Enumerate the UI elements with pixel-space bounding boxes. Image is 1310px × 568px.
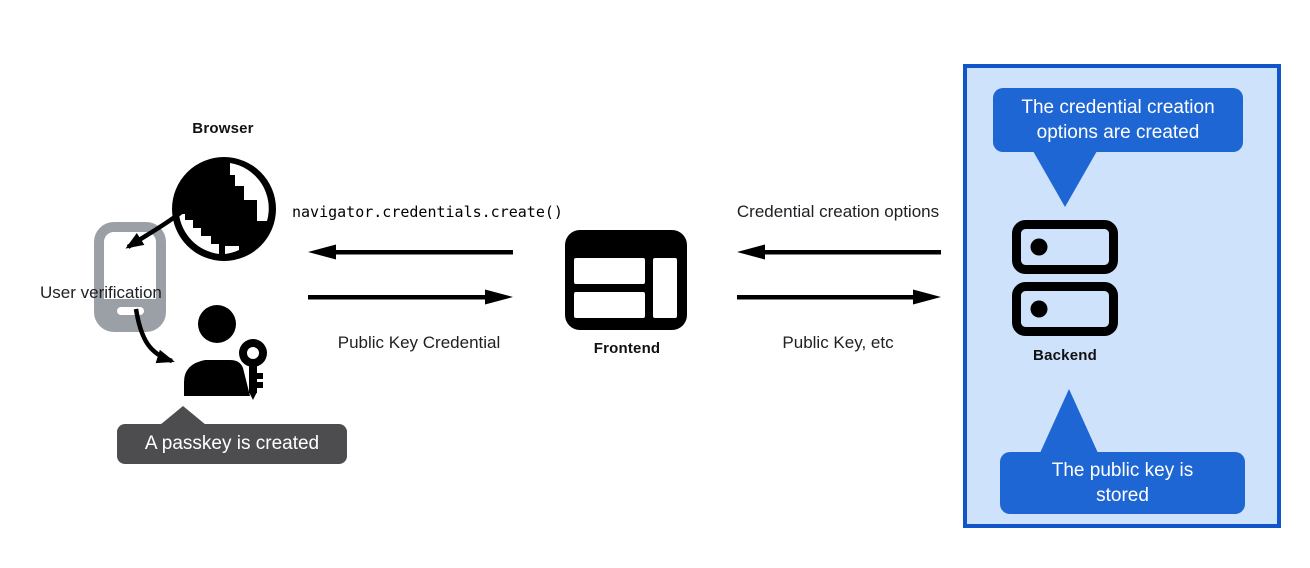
passkey-tooltip: A passkey is created <box>117 406 347 464</box>
globe-icon <box>168 153 280 265</box>
arrow-backend-to-frontend <box>737 244 941 260</box>
browser-window-icon <box>565 230 687 330</box>
arrow-frontend-to-backend <box>737 289 941 305</box>
arrow-frontend-to-browser <box>308 244 513 260</box>
smartphone-icon <box>93 221 167 333</box>
options-created-line-1: The credential creation <box>1021 96 1215 118</box>
person-key-icon <box>180 303 272 400</box>
options-created-line-2: options are created <box>1036 122 1200 143</box>
passkey-tooltip-text: A passkey is created <box>144 433 320 454</box>
credential-creation-options-label: Credential creation options <box>736 202 940 221</box>
frontend-label: Frontend <box>593 340 661 357</box>
public-key-stored-bubble-pointer <box>1040 389 1098 453</box>
options-created-bubble: The credential creation options are crea… <box>993 88 1243 207</box>
public-key-stored-line-2: stored <box>1096 485 1149 506</box>
backend-label: Backend <box>1033 347 1097 364</box>
public-key-stored-line-1: The public key is <box>1051 459 1194 481</box>
user-verification-label: User verification <box>40 283 162 302</box>
arrow-browser-to-frontend <box>308 289 513 305</box>
browser-label: Browser <box>192 120 254 137</box>
tooltip-pointer <box>160 406 206 425</box>
server-icon <box>1012 220 1118 338</box>
create-call-label: navigator.credentials.create() <box>292 203 563 221</box>
public-key-stored-bubble: The public key is stored <box>1000 389 1245 514</box>
public-key-credential-label: Public Key Credential <box>337 333 501 352</box>
public-key-etc-label: Public Key, etc <box>782 333 894 352</box>
options-created-bubble-pointer <box>1033 151 1097 207</box>
